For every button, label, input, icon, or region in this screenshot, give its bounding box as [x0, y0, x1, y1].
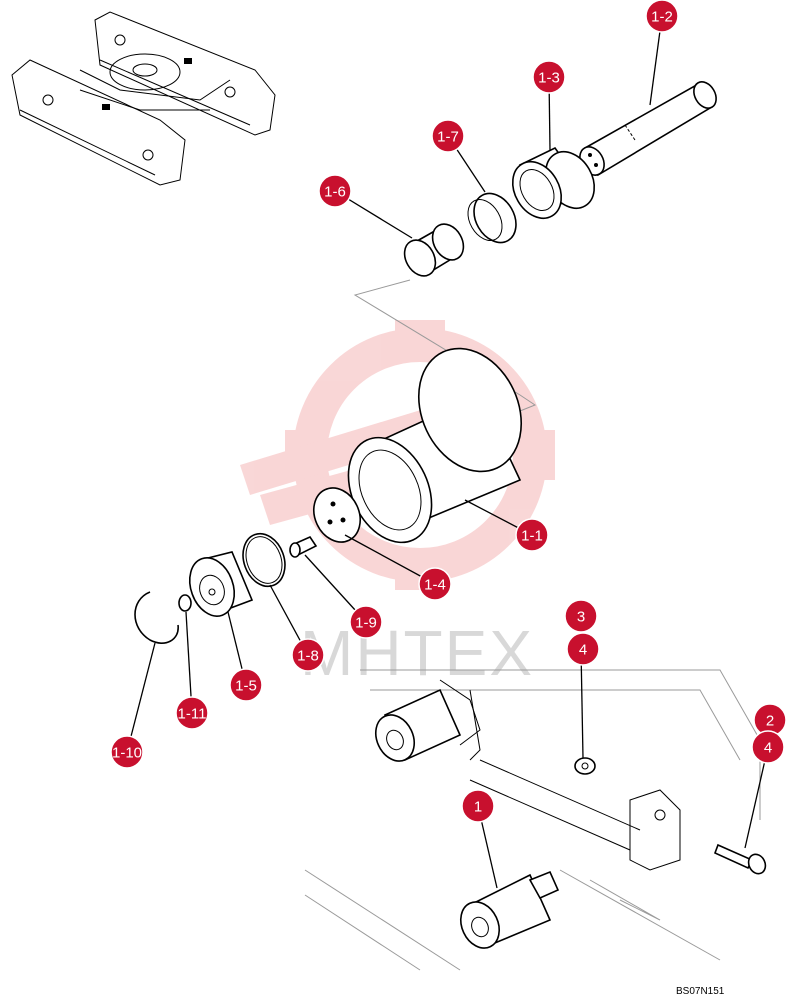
callout-label: 1-11	[178, 706, 207, 723]
callout-label: 4	[579, 642, 587, 659]
installed-roller-part-1	[459, 870, 560, 949]
callout-1-10: 1-10	[110, 735, 144, 769]
callout-label: 1-2	[651, 9, 673, 26]
callout-1-6: 1-6	[318, 174, 352, 208]
callout-label: 2	[766, 713, 774, 730]
callout-4b: 4	[751, 730, 785, 764]
callout-1-5: 1-5	[229, 668, 263, 702]
callout-4a: 4	[566, 632, 600, 666]
callout-1-7: 1-7	[431, 119, 465, 153]
watermark-text: MHTEX	[300, 617, 534, 689]
callout-label: 1-1	[521, 528, 543, 545]
callout-label: 1-7	[437, 129, 459, 146]
callout-label: 1-4	[424, 577, 446, 594]
undercarriage-thumbnail	[11, 11, 276, 186]
callout-label: 3	[577, 609, 585, 626]
end-plate-part-1-4	[313, 487, 361, 543]
pin-part-1-9	[289, 535, 318, 558]
roller-shell-part-1-1	[347, 347, 523, 544]
callout-label: 4	[764, 740, 772, 757]
callout-layer: 1-2 1-3 1-7 1-6 1-1 1-4 1-9 1-8 1-5 1-11 1-10 3 4 2 4 1	[110, 0, 787, 823]
callout-label: 1-5	[235, 678, 257, 695]
callout-label: 1	[474, 799, 482, 816]
callout-1-3: 1-3	[532, 60, 566, 94]
hub-part-1-5	[188, 551, 254, 617]
callout-1-4: 1-4	[418, 567, 452, 601]
callout-1: 1	[461, 789, 495, 823]
bushing-part-1-3	[511, 146, 596, 220]
spacer-part-1-11	[178, 594, 192, 612]
callout-label: 1-9	[355, 615, 377, 632]
callout-label: 1-6	[324, 184, 346, 201]
bolt-part-2	[713, 843, 767, 875]
callout-label: 1-3	[538, 70, 560, 87]
callout-label: 1-8	[297, 648, 319, 665]
sleeve-part-1-6	[403, 223, 465, 277]
nut-part-3	[574, 757, 596, 775]
shaft-part-1-2	[579, 81, 717, 177]
callout-1-1: 1-1	[515, 518, 549, 552]
o-ring-part-1-8	[242, 532, 286, 588]
callout-1-8: 1-8	[291, 638, 325, 672]
assembly-guide-line	[353, 279, 537, 416]
callout-1-2: 1-2	[645, 0, 679, 33]
callout-label: 1-10	[112, 745, 142, 762]
callout-3: 3	[564, 599, 598, 633]
installed-roller-upper	[374, 688, 462, 762]
snap-ring-part-1-10	[134, 591, 179, 644]
callout-1-11: 1-11	[175, 696, 209, 730]
seal-ring-part-1-7	[467, 192, 517, 244]
drawing-code: BS07N151	[676, 986, 725, 997]
callout-1-9: 1-9	[349, 605, 383, 639]
